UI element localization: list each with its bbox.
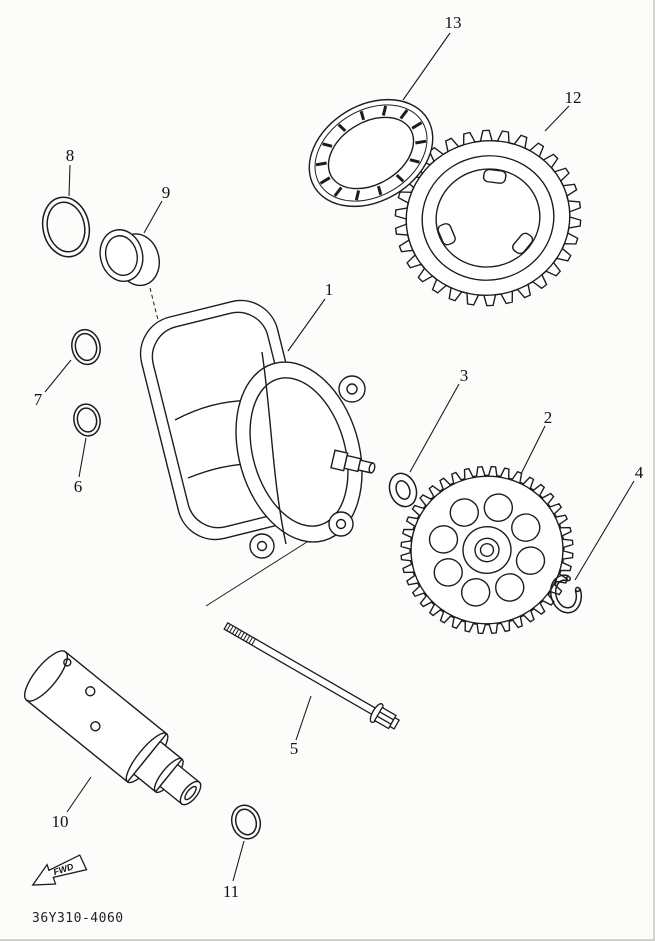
part-5-bolt [223, 621, 400, 730]
callout-12: 12 [565, 88, 582, 107]
callout-11: 11 [223, 882, 239, 901]
pump-shaft [330, 449, 376, 474]
callout-8: 8 [66, 146, 75, 165]
part-6-o-ring [73, 403, 101, 437]
callout-13: 13 [445, 13, 462, 32]
part-9-bushing [99, 229, 160, 287]
diagram-code: 36Y310-4060 [32, 911, 124, 926]
leader-lines [44, 32, 635, 882]
part-3-washer [388, 472, 418, 508]
part-7-o-ring [71, 328, 101, 366]
part-2-driven-gear [400, 465, 574, 635]
callout-3: 3 [460, 366, 469, 385]
callout-10: 10 [52, 812, 69, 831]
callout-1: 1 [325, 280, 334, 299]
part-4-circlip [549, 574, 583, 614]
callout-9: 9 [162, 183, 171, 202]
fwd-arrow: FWD [31, 854, 88, 886]
part-13-needle-bearing [308, 98, 434, 208]
part-12-starter-clutch-gear [394, 129, 582, 307]
callout-2: 2 [544, 408, 553, 427]
callout-6: 6 [74, 477, 83, 496]
part-11-o-ring [230, 804, 262, 840]
part-8-o-ring [41, 196, 91, 258]
callouts: 1 2 3 4 5 6 7 8 9 10 11 12 13 [34, 13, 644, 901]
callout-5: 5 [290, 739, 299, 758]
part-10-shaft-spacer [24, 650, 202, 806]
callout-4: 4 [635, 463, 644, 482]
part-1-oil-pump-assembly [139, 299, 376, 559]
callout-7: 7 [34, 390, 43, 409]
